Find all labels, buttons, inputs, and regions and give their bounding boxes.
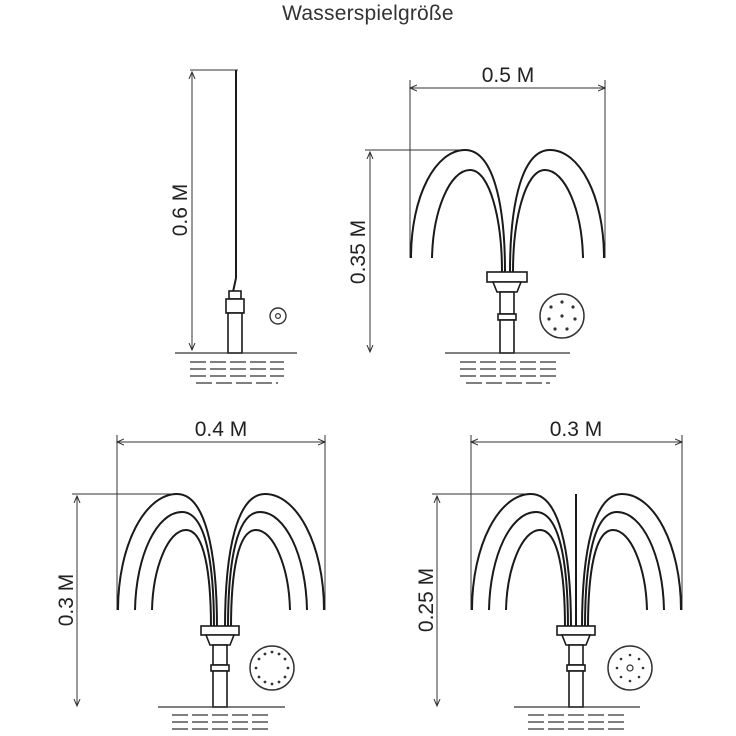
height-dimension: 0.35 M <box>347 149 470 352</box>
fountain-tulip-medium: 0.4 M 0.3 M <box>55 418 325 730</box>
nozzle <box>486 271 528 354</box>
nozzle-top-view-icon <box>269 307 287 325</box>
width-dimension: 0.4 M <box>117 418 325 610</box>
height-label: 0.3 M <box>55 574 78 627</box>
width-label: 0.4 M <box>195 418 248 441</box>
fountain-tulip-small: 0.3 M 0.25 M <box>415 418 682 730</box>
width-label: 0.5 M <box>482 64 535 87</box>
height-label: 0.35 M <box>347 220 370 284</box>
width-label: 0.3 M <box>550 418 603 441</box>
nozzle-top-view-icon <box>249 645 295 691</box>
height-dimension: 0.3 M <box>55 493 178 706</box>
water-surface <box>445 352 570 384</box>
height-dimension: 0.25 M <box>415 493 530 706</box>
nozzle-top-view-icon <box>607 645 653 691</box>
width-dimension: 0.5 M <box>410 64 605 258</box>
height-label: 0.6 M <box>169 184 192 237</box>
fountain-jet: 0.6 M <box>169 69 297 384</box>
water-surface <box>175 352 297 384</box>
water-arcs <box>117 492 325 629</box>
height-label: 0.25 M <box>415 568 438 632</box>
height-dimension: 0.6 M <box>169 69 238 350</box>
nozzle <box>225 290 245 354</box>
diagram-title: Wasserspielgröße <box>282 2 454 25</box>
water-arcs <box>410 148 605 273</box>
water-surface <box>158 706 285 730</box>
water-surface <box>514 706 640 730</box>
nozzle <box>200 625 240 708</box>
nozzle-top-view-icon <box>539 293 585 339</box>
nozzle <box>556 625 596 708</box>
water-arcs <box>471 492 682 629</box>
water-jet-tip <box>232 277 237 293</box>
width-dimension: 0.3 M <box>471 418 682 610</box>
fountain-tulip-large: 0.5 M 0.35 M <box>347 64 605 384</box>
